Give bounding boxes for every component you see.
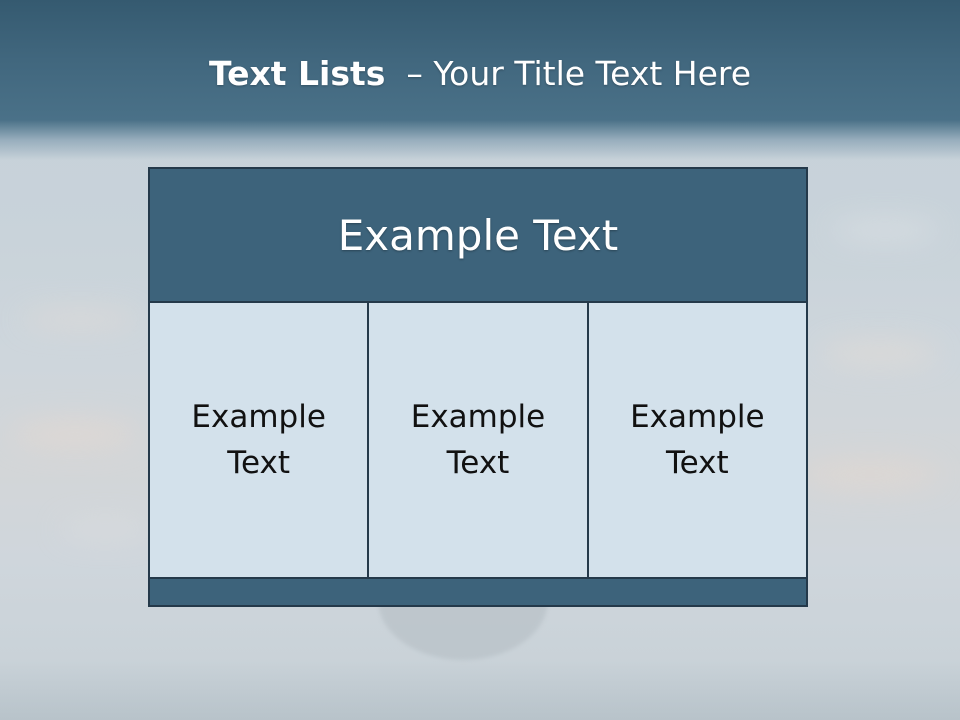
background-cloud xyxy=(60,520,150,538)
background-ground xyxy=(0,660,960,720)
panel-cell-text: Example Text xyxy=(630,399,765,481)
background-cloud xyxy=(10,420,140,448)
slide-title-rest: – Your Title Text Here xyxy=(406,54,752,93)
panel-cells: Example Text Example Text Example Text xyxy=(150,303,806,579)
background-cloud xyxy=(820,340,940,366)
text-list-panel: Example Text Example Text Example Text E… xyxy=(148,167,808,607)
background-cloud xyxy=(20,310,140,328)
panel-cell-text: Example Text xyxy=(191,399,326,481)
panel-header: Example Text xyxy=(150,169,806,303)
panel-cell: Example Text xyxy=(150,303,368,577)
slide-title: Text Lists – Your Title Text Here xyxy=(0,48,960,100)
title-band xyxy=(0,0,960,160)
background-cloud xyxy=(800,460,940,490)
panel-header-text: Example Text xyxy=(337,210,619,260)
panel-cell: Example Text xyxy=(586,303,806,577)
panel-cell: Example Text xyxy=(367,303,587,577)
background-silhouette xyxy=(378,600,548,660)
background-cloud xyxy=(830,220,940,240)
panel-cell-text: Example Text xyxy=(410,399,546,481)
panel-footer-bar xyxy=(150,579,806,605)
slide-title-bold: Text Lists xyxy=(208,54,386,93)
